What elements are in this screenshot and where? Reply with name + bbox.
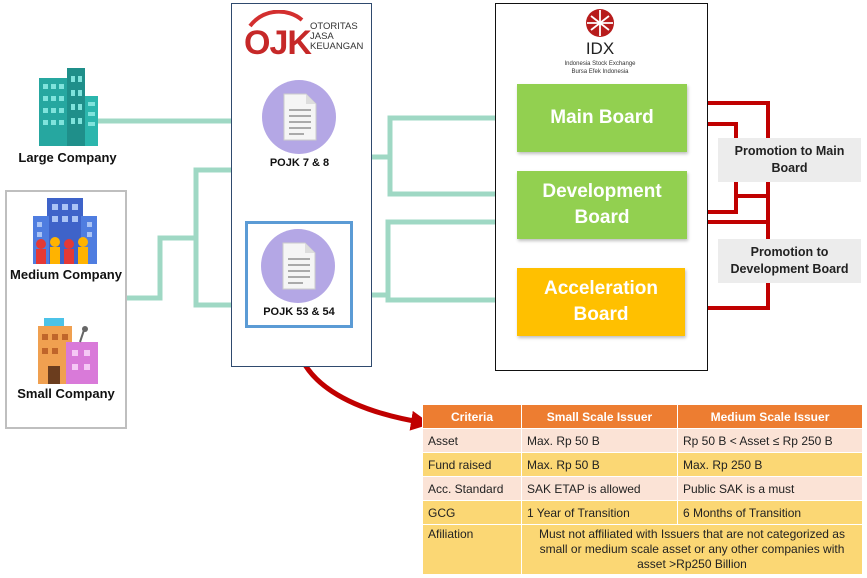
arrow-medium-small-bracket — [125, 160, 252, 301]
small-scale-cell: SAK ETAP is allowed — [521, 476, 678, 501]
header-criteria: Criteria — [422, 404, 522, 429]
header-medium-scale: Medium Scale Issuer — [677, 404, 863, 429]
main-board: Main Board — [517, 84, 687, 152]
ojk-name: OTORITAS JASA KEUANGAN — [310, 22, 363, 52]
arrow-pojk78-to-development — [387, 157, 516, 204]
arrow-bracket-to-pojk5354 — [193, 238, 252, 315]
table-row: Acc. Standard SAK ETAP is allowed Public… — [422, 476, 863, 501]
development-board-line2: Board — [574, 207, 630, 228]
affiliation-line1: Must not affiliated with Issuers that ar… — [539, 527, 845, 541]
small-scale-cell: Max. Rp 50 B — [521, 428, 678, 453]
criteria-cell: Acc. Standard — [422, 476, 522, 501]
affiliation-line2: small or medium scale asset or any other… — [539, 542, 845, 556]
affiliation-line3: asset >Rp250 Billion — [637, 557, 747, 571]
development-board: Development Board — [517, 171, 687, 239]
header-small-scale: Small Scale Issuer — [521, 404, 678, 429]
promotion-to-main-line2: Board — [771, 161, 808, 175]
ojk-name-line3: KEUANGAN — [310, 41, 364, 52]
ojk-swoosh-icon — [248, 10, 304, 28]
medium-scale-cell: 6 Months of Transition — [677, 500, 863, 525]
table-row: GCG 1 Year of Transition 6 Months of Tra… — [422, 500, 863, 525]
idx-logo-text: IDX — [585, 39, 615, 58]
medium-company-label: Medium Company — [10, 267, 122, 282]
large-company: Large Company — [15, 66, 120, 166]
medium-scale-cell: Rp 50 B < Asset ≤ Rp 250 B — [677, 428, 863, 453]
medium-scale-cell: Max. Rp 250 B — [677, 452, 863, 477]
acceleration-board-line2: Board — [573, 304, 629, 325]
promotion-to-main-line1: Promotion to Main — [734, 144, 845, 158]
arrow-pojk5354-to-development — [352, 212, 516, 298]
small-scale-cell: Max. Rp 50 B — [521, 452, 678, 477]
medium-scale-cell: Public SAK is a must — [677, 476, 863, 501]
idx-logo: IDX Indonesia Stock Exchange Bursa Efek … — [545, 8, 655, 78]
small-scale-cell: 1 Year of Transition — [521, 500, 678, 525]
ojk-logo-text: OJK — [244, 24, 312, 62]
criteria-table: Criteria Small Scale Issuer Medium Scale… — [422, 404, 863, 575]
ojk-logo: OJK OTORITAS JASA KEUANGAN — [242, 10, 368, 70]
small-company-shops-icon — [38, 318, 98, 384]
criteria-cell: Afiliation — [422, 524, 522, 575]
idx-subtitle-1: Indonesia Stock Exchange — [564, 61, 636, 67]
acceleration-board-line1: Acceleration — [543, 278, 659, 299]
criteria-cell: Asset — [422, 428, 522, 453]
pojk-7-8-doc: POJK 7 & 8 — [252, 80, 357, 180]
document-icon — [261, 229, 335, 303]
ojk-name-line1: OTORITAS — [310, 21, 358, 32]
criteria-cell: Fund raised — [422, 452, 522, 477]
arrow-pojk78-to-main — [372, 108, 516, 160]
medium-company: Medium Company — [8, 196, 124, 286]
pojk-7-8-label: POJK 7 & 8 — [269, 157, 330, 169]
ojk-name-line2: JASA — [310, 31, 334, 42]
arrow-pojk5354-to-acceleration — [385, 290, 516, 310]
idx-emblem-icon — [586, 9, 614, 37]
medium-company-building-icon — [33, 198, 97, 264]
large-company-buildings-icon — [39, 68, 98, 146]
criteria-cell: GCG — [422, 500, 522, 525]
table-row: Fund raised Max. Rp 50 B Max. Rp 250 B — [422, 452, 863, 477]
criteria-header-row: Criteria Small Scale Issuer Medium Scale… — [422, 404, 863, 429]
table-row-affiliation: Afiliation Must not affiliated with Issu… — [422, 524, 863, 575]
affiliation-description: Must not affiliated with Issuers that ar… — [521, 524, 863, 575]
promotion-to-main-label: Promotion to Main Board — [718, 138, 861, 182]
acceleration-board: Acceleration Board — [517, 268, 685, 336]
promotion-to-development-line1: Promotion to — [750, 245, 829, 259]
document-icon — [262, 80, 336, 154]
development-board-line1: Development — [542, 181, 662, 202]
table-row: Asset Max. Rp 50 B Rp 50 B < Asset ≤ Rp … — [422, 428, 863, 453]
idx-subtitle-2: Bursa Efek Indonesia — [571, 69, 629, 75]
main-board-label: Main Board — [550, 107, 654, 128]
large-company-label: Large Company — [18, 150, 117, 165]
pojk-53-54-box: POJK 53 & 54 — [245, 221, 353, 328]
pojk-53-54-label: POJK 53 & 54 — [263, 306, 335, 318]
promotion-to-development-line2: Development Board — [730, 262, 849, 276]
promotion-to-development-label: Promotion to Development Board — [718, 239, 861, 283]
small-company-label: Small Company — [17, 386, 115, 401]
small-company: Small Company — [8, 312, 124, 407]
